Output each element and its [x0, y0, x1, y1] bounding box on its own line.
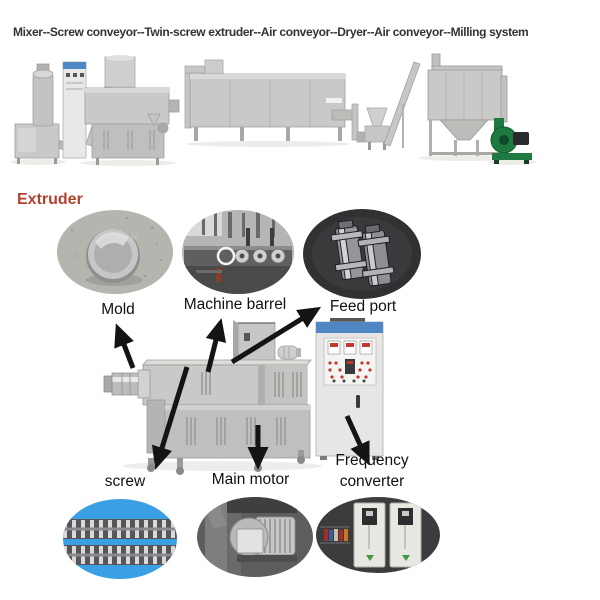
main-motor-label: Main motor — [211, 471, 290, 488]
machine-barrel-photo — [182, 210, 294, 294]
frequency-converter-photo — [316, 497, 440, 573]
production-line-image — [10, 53, 536, 166]
mold-label: Mold — [101, 301, 135, 318]
barrel-housing — [142, 359, 312, 406]
machine-feet — [147, 450, 305, 475]
frequency-converter-label: Frequency converter — [335, 452, 409, 490]
line-extruder-hopper — [104, 55, 136, 88]
screw-conveyor-2 — [383, 61, 421, 148]
mold-photo — [57, 210, 173, 294]
hopper — [233, 320, 276, 363]
page-title: Mixer--Screw conveyor--Twin-screw extrud… — [13, 25, 529, 39]
main-motor-photo — [197, 497, 313, 577]
line-twin-screw-extruder — [84, 87, 180, 165]
side-feeder — [277, 345, 301, 360]
feed-port-label: Feed port — [329, 298, 397, 315]
floor-shadows — [10, 141, 536, 166]
feed-port-photo — [303, 209, 421, 299]
screw-label: screw — [104, 473, 146, 490]
screw-photo — [63, 499, 177, 579]
dryer — [189, 73, 353, 141]
machine-base-body — [146, 399, 311, 459]
section-heading-extruder: Extruder — [17, 191, 83, 208]
mill — [351, 103, 390, 150]
milling-fan — [490, 118, 532, 164]
mixer — [14, 63, 69, 164]
line-control-cabinet — [62, 61, 87, 159]
control-cabinet — [315, 318, 384, 460]
machine-barrel-label: Machine barrel — [183, 296, 287, 313]
die-head — [103, 369, 151, 399]
